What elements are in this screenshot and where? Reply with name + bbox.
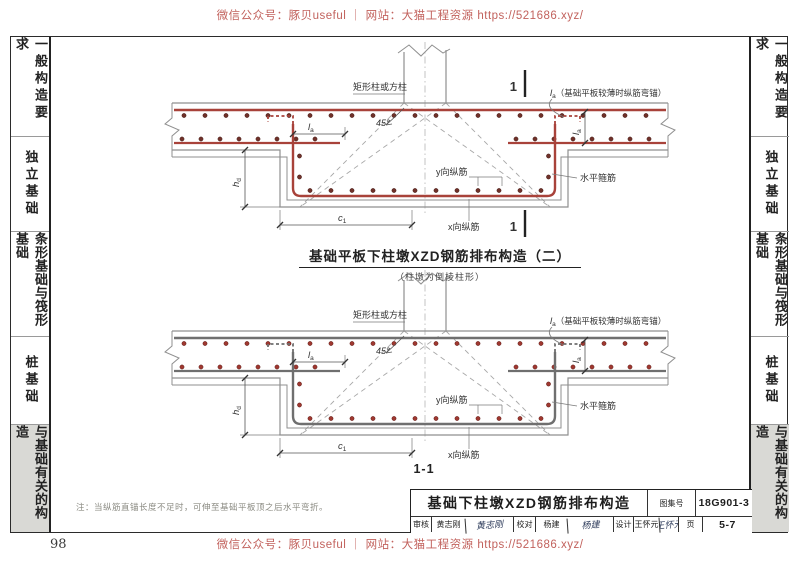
svg-text:c1: c1 [338,441,347,453]
sidebar-item-label: 桩基础 [762,355,778,406]
svg-text:矩形柱或方柱: 矩形柱或方柱 [353,81,407,92]
svg-text:y向纵筋: y向纵筋 [436,394,468,405]
sidebar-item-3: 条形基础与筏形基础 [11,232,49,337]
page-no-value: 5-7 [702,517,752,532]
svg-text:矩形柱或方柱: 矩形柱或方柱 [353,309,407,320]
page-label: 页 [678,517,702,532]
diagram-section-top: la la hd c1 矩形柱或方柱 45° la（基础平板较薄时纵筋弯锚） 水平箍筋 y向纵筋… [164,42,676,237]
designer-name: 王怀元 [633,517,659,532]
sidebar-item-label: 一般构造要求 [13,37,47,122]
diagram-section-bottom: la la hd c1 矩形柱或方柱 45° la（基础平板较薄时纵筋弯锚） 水平箍筋 y向纵筋… [164,270,676,460]
diagram1-subtitle: （柱墩为倒棱柱形） [394,272,485,282]
designer-signature: 王怀元 [658,516,679,533]
svg-text:1: 1 [510,219,517,234]
svg-text:la: la [308,350,314,362]
promo-footer-text: 微信公众号：豚贝useful ｜ 网站：大猫工程资源 https://52168… [216,539,584,551]
sidebar-item-4: 桩基础 [11,337,49,425]
svg-text:水平箍筋: 水平箍筋 [580,400,616,411]
sidebar-item-label: 独立基础 [762,150,778,218]
svg-text:la（基础平板较薄时纵筋弯锚）: la（基础平板较薄时纵筋弯锚） [550,88,666,100]
svg-text:45°: 45° [376,346,390,356]
reviewer-signature: 黄志刚 [464,515,514,534]
title-block: 基础下柱墩XZD钢筋排布构造 图集号 18G901-3 审核 黄志刚 黄志刚 校… [410,489,752,534]
svg-text:hd: hd [231,406,243,415]
svg-text:la（基础平板较薄时纵筋弯锚）: la（基础平板较薄时纵筋弯锚） [550,316,666,328]
svg-text:hd: hd [231,178,243,187]
sidebar-item-label: 与基础有关的构造 [753,425,787,520]
svg-text:45°: 45° [376,118,390,128]
designer-label: 设计 [613,517,633,532]
sidebar-item-label: 独立基础 [22,150,38,218]
svg-text:1: 1 [510,79,517,94]
svg-text:水平箍筋: 水平箍筋 [580,172,616,183]
sidebar-item-5: 与基础有关的构造 [751,425,789,532]
sidebar-item-2: 独立基础 [751,137,789,232]
sidebar-item-2: 独立基础 [11,137,49,232]
page-number: 98 [50,537,67,552]
section-1-1-label: 1-1 [413,462,435,476]
sidebar-item-label: 一般构造要求 [753,37,787,122]
sidebar-right: 一般构造要求独立基础条形基础与筏形基础桩基础与基础有关的构造 [749,37,789,532]
note-text: 注：当纵筋直锚长度不足时，可伸至基础平板顶之后水平弯折。 [76,502,329,512]
promo-header-text: 微信公众号：豚贝useful ｜ 网站：大猫工程资源 https://52168… [216,10,584,22]
sidebar-item-1: 一般构造要求 [751,37,789,137]
svg-text:la: la [571,357,583,363]
reviewer-name: 黄志刚 [431,517,465,532]
atlas-no-label: 图集号 [647,490,695,516]
diagram1-title: 基础平板下柱墩XZD钢筋排布构造（二） [299,245,581,268]
sidebar-item-label: 条形基础与筏形基础 [753,232,787,327]
sheet-frame [10,36,788,533]
svg-text:x向纵筋: x向纵筋 [448,449,480,460]
svg-text:la: la [571,129,583,135]
svg-text:c1: c1 [338,213,347,225]
sidebar-item-3: 条形基础与筏形基础 [751,232,789,337]
sidebar-item-4: 桩基础 [751,337,789,425]
sidebar-left: 一般构造要求独立基础条形基础与筏形基础桩基础与基础有关的构造 [11,37,51,532]
sidebar-item-label: 与基础有关的构造 [13,425,47,520]
svg-text:y向纵筋: y向纵筋 [436,166,468,177]
sidebar-item-label: 桩基础 [22,355,38,406]
sidebar-item-5: 与基础有关的构造 [11,425,49,532]
atlas-no-value: 18G901-3 [695,490,752,516]
svg-text:la: la [308,122,314,134]
sidebar-item-label: 条形基础与筏形基础 [13,232,47,327]
diagram1-caption: 基础平板下柱墩XZD钢筋排布构造（二） （柱墩为倒棱柱形） [170,245,710,283]
reviewer-label: 审核 [413,520,429,529]
checker-signature: 杨建 [566,515,614,534]
checker-label: 校对 [513,517,535,532]
checker-name: 杨建 [535,517,567,532]
drawing-title: 基础下柱墩XZD钢筋排布构造 [427,495,631,511]
sidebar-item-1: 一般构造要求 [11,37,49,137]
svg-text:x向纵筋: x向纵筋 [448,221,480,232]
